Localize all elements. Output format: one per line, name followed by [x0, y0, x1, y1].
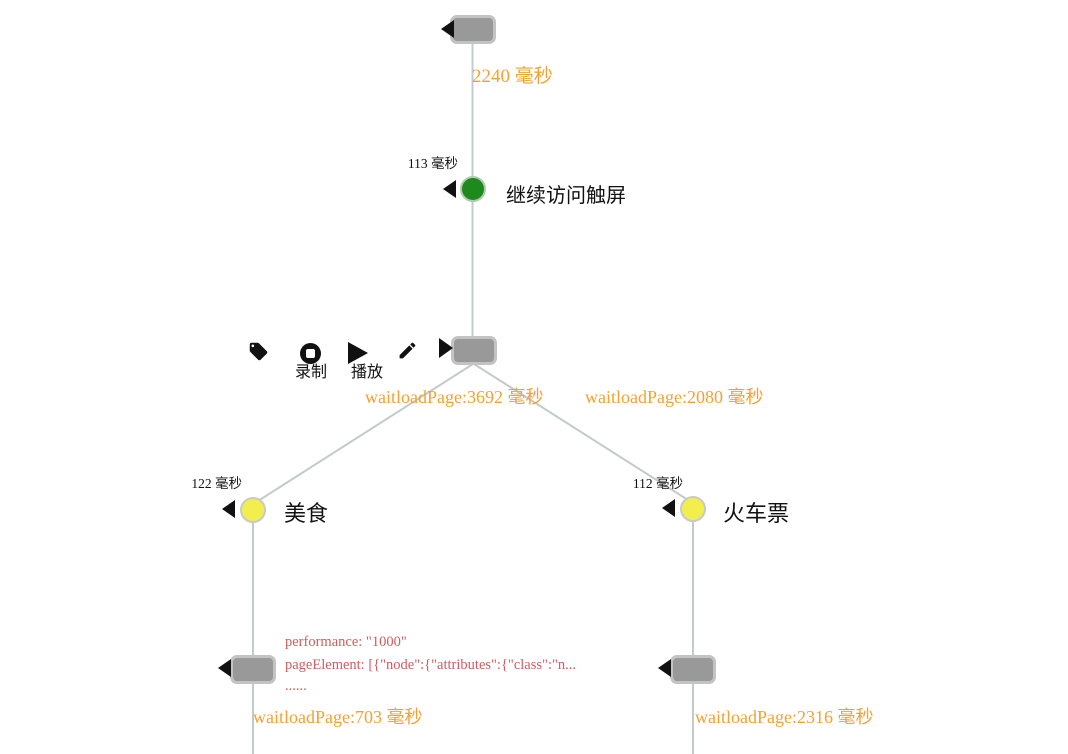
collapse-arrow-touch[interactable]	[443, 180, 456, 198]
branch-wait-right-label: waitloadPage:2080 毫秒	[585, 387, 764, 407]
food-time-label: 122 毫秒	[191, 476, 242, 491]
food-node[interactable]	[240, 497, 266, 523]
train-step-node[interactable]	[670, 655, 716, 684]
play-icon[interactable]	[348, 342, 368, 364]
food-step-detail-2: pageElement: [{"node":{"attributes":{"cl…	[285, 657, 577, 673]
train-node[interactable]	[680, 496, 706, 522]
food-step-node[interactable]	[230, 655, 276, 684]
start-step-node[interactable]	[450, 15, 496, 44]
branch-wait-left-label: waitloadPage:3692 毫秒	[365, 387, 544, 407]
train-wait-label: waitloadPage:2316 毫秒	[695, 707, 874, 727]
train-time-label: 112 毫秒	[632, 476, 683, 491]
expand-arrow-branch[interactable]	[439, 338, 453, 358]
food-step-detail-1: performance: "1000"	[285, 634, 407, 650]
collapse-arrow-start[interactable]	[441, 20, 454, 38]
play-label[interactable]: 播放	[350, 364, 383, 381]
collapse-arrow-food-step[interactable]	[218, 659, 231, 677]
touch-node-label: 继续访问触屏	[506, 185, 626, 207]
tag-icon[interactable]	[248, 341, 269, 362]
food-step-detail-ellipsis: ......	[285, 678, 307, 694]
edge-branch-to-food	[257, 363, 474, 502]
food-wait-label: waitloadPage:703 毫秒	[253, 707, 423, 727]
edge-branch-to-train	[473, 363, 689, 501]
start-duration-label: 2240 毫秒	[472, 66, 553, 87]
collapse-arrow-train-step[interactable]	[658, 659, 671, 677]
branch-step-node[interactable]	[451, 336, 497, 365]
collapse-arrow-food[interactable]	[222, 500, 235, 518]
record-label[interactable]: 录制	[294, 364, 327, 381]
food-node-label: 美食	[284, 501, 329, 526]
touch-time-label: 113 毫秒	[407, 156, 458, 171]
touch-node[interactable]	[460, 176, 486, 202]
train-node-label: 火车票	[723, 501, 790, 526]
stop-icon[interactable]	[300, 343, 321, 364]
pencil-icon[interactable]	[397, 340, 418, 361]
collapse-arrow-train[interactable]	[662, 499, 675, 517]
